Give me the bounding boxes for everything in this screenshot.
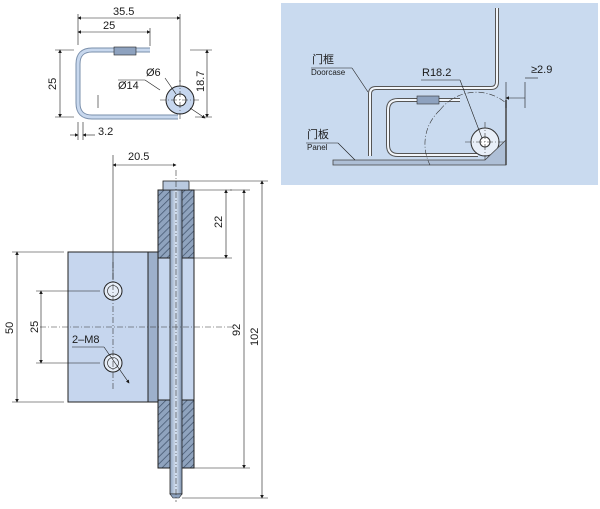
install-hinge-tab bbox=[416, 95, 440, 105]
dim-dia-14: Ø14 bbox=[118, 80, 139, 92]
dim-dia-6: Ø6 bbox=[146, 67, 161, 79]
install-view: R18.2 ≥2.9 门框 Doorcase 门板 Panel bbox=[281, 3, 598, 185]
dim-102: 102 bbox=[249, 328, 261, 346]
dim-25-side: 25 bbox=[47, 78, 59, 90]
top-view-tab bbox=[113, 46, 137, 56]
label-panel-cn: 门板 bbox=[307, 127, 329, 141]
dim-92: 92 bbox=[231, 324, 243, 336]
dim-clearance: ≥2.9 bbox=[531, 64, 552, 76]
dim-r18-2: R18.2 bbox=[422, 67, 451, 79]
dim-25-top: 25 bbox=[103, 20, 115, 32]
label-panel-en: Panel bbox=[307, 143, 328, 152]
label-doorcase-en: Doorcase bbox=[311, 68, 346, 77]
front-view: 20.5 22 92 102 50 25 2–M8 bbox=[4, 151, 268, 502]
install-view-background bbox=[281, 3, 598, 185]
label-doorcase-cn: 门框 bbox=[312, 52, 334, 66]
dim-50: 50 bbox=[4, 322, 16, 334]
dim-20-5: 20.5 bbox=[128, 151, 149, 163]
dim-35-5: 35.5 bbox=[113, 6, 134, 18]
dim-2-m8: 2–M8 bbox=[72, 334, 100, 346]
dim-25-holes: 25 bbox=[29, 321, 41, 333]
top-view: 35.5 25 25 18.7 Ø14 Ø6 3.2 bbox=[47, 6, 212, 140]
dim-18-7: 18.7 bbox=[195, 71, 207, 92]
dim-22: 22 bbox=[213, 216, 225, 228]
dim-3-2: 3.2 bbox=[98, 126, 113, 138]
